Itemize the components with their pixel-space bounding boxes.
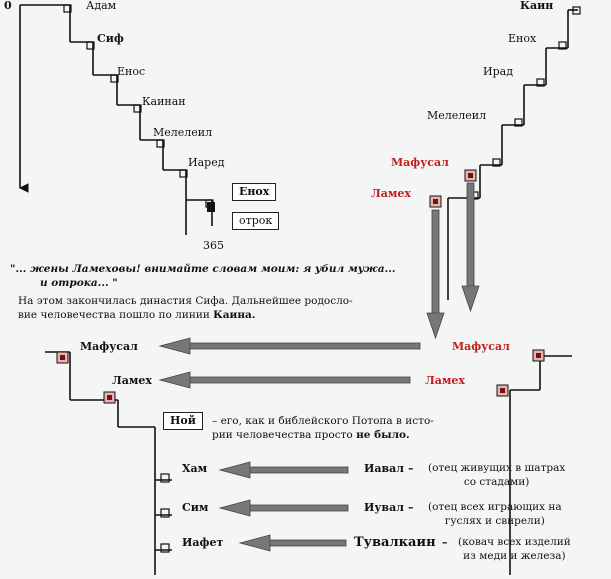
quote-line-2: и отрока... ": [40, 276, 118, 289]
label-iared: Иаред: [188, 156, 225, 169]
label-meleleil-cain: Мелелеил: [427, 109, 487, 122]
mafusal-marker-left-dot: [60, 355, 65, 360]
paragraph-cain-bold: Каина.: [213, 309, 256, 322]
tuvalkain-note-line-1: (ковач всех изделий: [458, 536, 571, 548]
label-tuvalkain: Тувалкаин: [354, 535, 436, 550]
label-adam: Адам: [86, 0, 117, 12]
years-label: 365: [203, 239, 224, 252]
iaval-note-line-2: со стадами): [463, 475, 530, 488]
lamech-marker-top-dot: [433, 199, 438, 204]
label-iuval: Иувал: [364, 501, 404, 514]
tuvalkain-dash: –: [442, 536, 448, 549]
iuval-note: (отец всех играющих на гуслях и свирели): [428, 501, 562, 528]
label-sif: Сиф: [97, 32, 124, 45]
noah-note-bold: не было.: [356, 429, 410, 442]
lower-right-tree: [509, 355, 572, 575]
iaval-dash: –: [408, 462, 414, 475]
iuval-note-line-1: (отец всех играющих на: [428, 501, 562, 513]
otrok-box: отрок: [232, 212, 280, 231]
label-lamech-left: Ламех: [112, 374, 152, 387]
label-meleleil-sif: Мелелеил: [153, 126, 213, 139]
tuvalkain-note: (ковач всех изделий из меди и железа): [458, 536, 571, 563]
label-mafusal-right: Мафусал: [452, 340, 510, 353]
paragraph-line-1: На этом закончилась династия Сифа. Дальн…: [18, 295, 353, 307]
paragraph-line-2-text: вие человечества пошло по линии: [18, 309, 214, 322]
label-kainan: Каинан: [142, 95, 186, 108]
label-lamech-right: Ламех: [425, 374, 465, 387]
lower-left-tree: [45, 351, 172, 575]
label-iaval: Иавал: [364, 462, 405, 475]
lamech-marker-left-dot: [107, 395, 112, 400]
label-cain: Каин: [520, 0, 554, 12]
label-sim: Сим: [182, 501, 209, 514]
mafusal-marker-right-dot: [536, 353, 541, 358]
label-lamech-top: Ламех: [371, 187, 411, 200]
label-irad: Ирад: [483, 65, 513, 78]
label-iafet: Иафет: [182, 536, 224, 549]
label-ham: Хам: [182, 462, 208, 475]
iuval-note-line-2: гуслях и свирели): [444, 514, 545, 527]
lamech-marker-right-dot: [500, 388, 505, 393]
transfer-arrows: [158, 337, 421, 552]
zero-label: 0: [4, 0, 12, 12]
noah-note: – его, как и библейского Потопа в исто- …: [212, 414, 434, 442]
iuval-dash: –: [408, 501, 414, 514]
enoch-black-marker: [207, 202, 215, 212]
iaval-note: (отец живущих в шатрах со стадами): [428, 462, 565, 489]
noah-note-line-1: – его, как и библейского Потопа в исто-: [212, 415, 434, 427]
mafusal-marker-top-dot: [468, 173, 473, 178]
label-enoch-cain: Енох: [508, 32, 537, 45]
noah-note-line-2-text: рии человечества просто: [212, 429, 357, 442]
enoch-box: Енох: [232, 183, 277, 202]
sif-lineage-tree: [19, 4, 214, 235]
dynasty-paragraph: На этом закончилась династия Сифа. Дальн…: [18, 294, 353, 322]
noah-note-line-2: рии человечества просто не было.: [212, 428, 434, 442]
label-mafusal-left: Мафусал: [80, 340, 138, 353]
quote-line-1: "... жены Ламеховы! внимайте словам моим…: [10, 263, 396, 275]
cain-lineage-tree: [447, 6, 581, 300]
lamech-quote: "... жены Ламеховы! внимайте словам моим…: [10, 263, 396, 290]
label-mafusal-top: Мафусал: [391, 156, 449, 169]
paragraph-line-2: вие человечества пошло по линии Каина.: [18, 308, 353, 322]
iaval-note-line-1: (отец живущих в шатрах: [428, 462, 566, 474]
descent-arrows: [426, 182, 480, 340]
noah-box: Ной: [163, 412, 203, 431]
tuvalkain-note-line-2: из меди и железа): [463, 549, 566, 562]
label-enos: Енос: [117, 65, 146, 78]
